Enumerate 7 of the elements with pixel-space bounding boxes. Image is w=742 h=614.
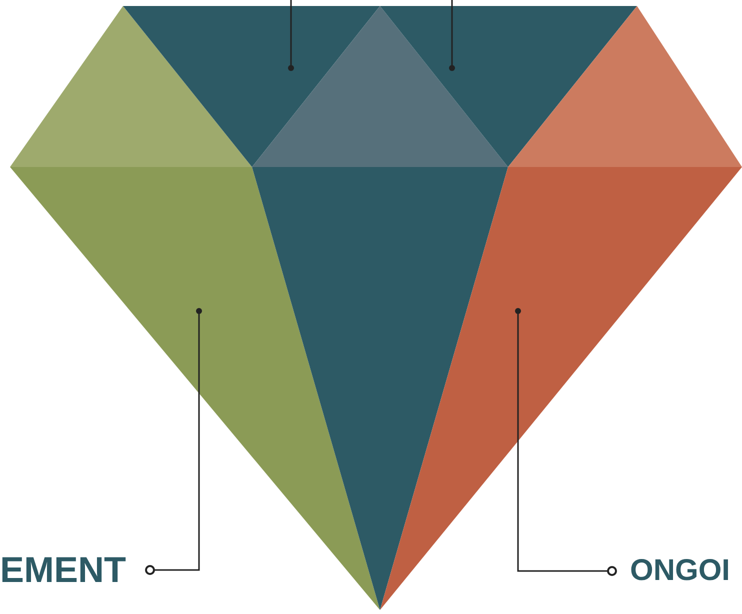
heading-text: ONGOI <box>630 556 730 586</box>
leader-line <box>288 0 294 71</box>
leader-line <box>515 308 617 576</box>
heading-text: EMENT <box>0 552 126 588</box>
leader-line <box>449 0 455 71</box>
diamond-facet <box>380 167 742 610</box>
leader-line <box>145 308 202 575</box>
